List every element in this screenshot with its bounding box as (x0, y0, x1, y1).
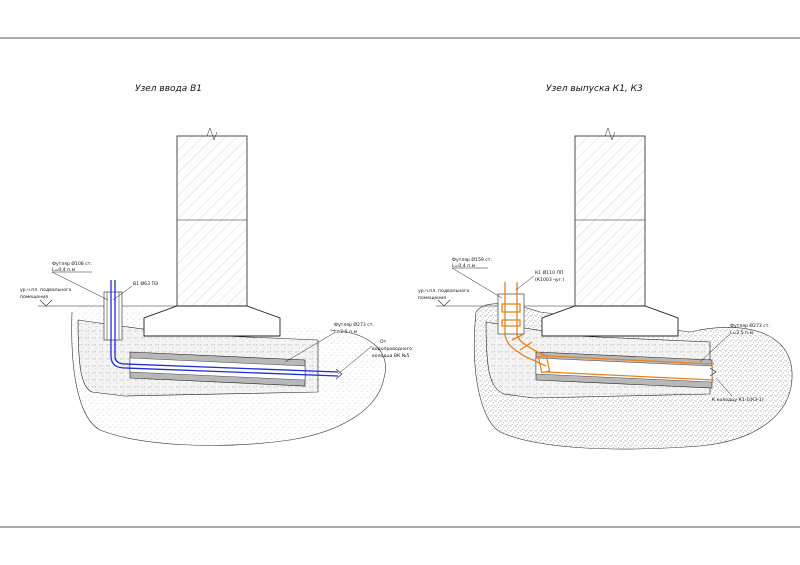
right-pipe-label-1: К1 Ø110 ПП (535, 269, 563, 276)
left-leader-casing-top (51, 271, 109, 301)
left-leader-pipe (112, 285, 133, 301)
right-leader-casing-top (451, 267, 503, 299)
right-bottom-label: К колодцу К1-1(К3-1) (712, 397, 764, 403)
left-soil-outline (71, 311, 291, 446)
left-diagram: Узел ввода В1 ур.ч.пл. подвального помещ… (20, 84, 412, 446)
left-foundation (143, 305, 281, 337)
right-leader-bottom (715, 377, 733, 397)
left-casing-main-2: L=2,5 п.м (334, 329, 358, 335)
left-vertical-sleeve (103, 291, 123, 341)
left-casing-top-1: Футляр Ø108 ст. (52, 260, 92, 267)
left-leader-main-sleeve (284, 332, 335, 363)
left-from-1: От (380, 339, 387, 345)
left-main-sleeve-inner (129, 357, 306, 381)
right-diagram: Узел выпуска К1, К3 ур.ч.пл. подвального… (418, 84, 793, 450)
left-from-2: водопроводного (372, 347, 412, 352)
left-title: Узел ввода В1 (135, 84, 202, 94)
right-main-sleeve-inner (535, 357, 713, 383)
right-flow-arrow (709, 367, 717, 377)
right-floor-label-1: ур.ч.пл. подвального (418, 289, 470, 294)
left-casing-top-2: L=0,4 п.м (52, 267, 76, 273)
left-from-3: колодца ВК №5 (372, 353, 410, 359)
right-leader-pipe (515, 275, 535, 291)
right-floor-label-2: помещения (418, 296, 446, 301)
right-level-marker (437, 299, 451, 307)
left-water-pipe (110, 280, 339, 377)
right-casing-top-2: L=0,4 п.м (452, 263, 476, 269)
left-wall (176, 135, 248, 307)
left-floor-label-1: ур.ч.пл. подвального (20, 288, 72, 293)
right-wall-break (604, 127, 616, 141)
left-water-pipe-2 (114, 280, 339, 373)
right-wall (574, 135, 646, 307)
right-foundation (541, 305, 679, 337)
right-casing-main-1: Футляр Ø273 ст. (730, 322, 770, 329)
left-level-marker (39, 299, 53, 307)
right-leader-main-sleeve (699, 333, 731, 363)
left-floor-label-2: помещения (20, 295, 48, 300)
left-leader-from (337, 345, 373, 375)
right-casing-main-2: L=2,5 п.м (730, 330, 754, 336)
left-wall-break (206, 127, 218, 141)
right-title: Узел выпуска К1, К3 (546, 84, 643, 94)
right-vertical-sleeve (497, 293, 525, 335)
right-pipe-label-2: (К1003 чуг.) (535, 277, 565, 283)
right-casing-top-1: Футляр Ø159 ст. (452, 256, 492, 263)
left-casing-main-1: Футляр Ø273 ст. (334, 321, 374, 328)
right-sewer-pipe (501, 282, 715, 381)
left-soil-right-outline (289, 329, 386, 441)
left-pipe-label: В1 Ø63 ПЭ (133, 280, 158, 287)
left-flow-arrow (335, 368, 343, 380)
